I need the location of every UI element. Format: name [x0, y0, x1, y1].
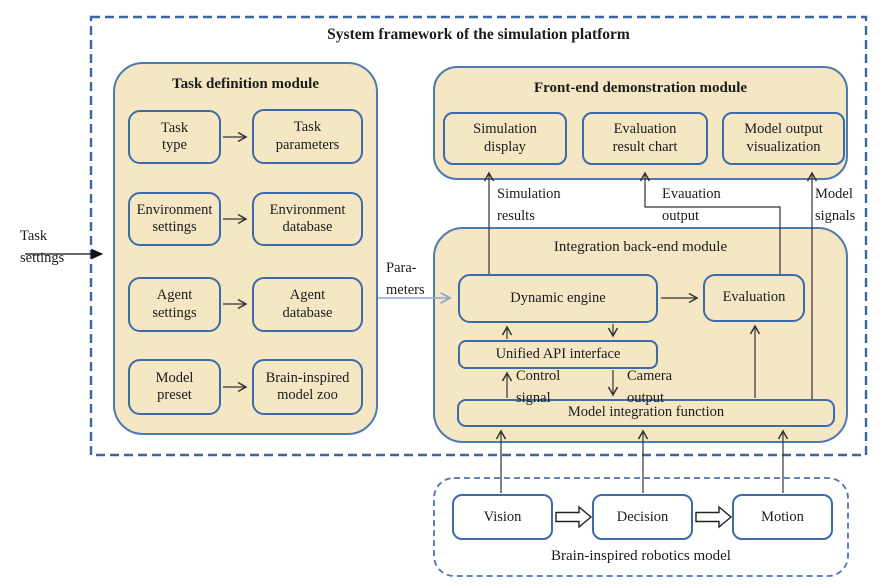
model-signals-label: Model signals — [815, 186, 856, 224]
model-output-visualization-box: Model output visualization — [722, 112, 845, 165]
simulation-results-label: Simulation results — [497, 186, 561, 224]
robotics-model-title: Brain-inspired robotics model — [551, 548, 731, 564]
agent-database-box: Agent database — [252, 277, 363, 332]
parameters-label: Para- meters — [386, 260, 425, 298]
backend-module-title: Integration back-end module — [553, 239, 728, 255]
model-preset-box: Model preset — [128, 359, 221, 415]
brain-inspired-model-zoo-box: Brain-inspired model zoo — [252, 359, 363, 415]
task-parameters-box: Task parameters — [252, 109, 363, 164]
environment-database-box: Environment database — [252, 192, 363, 246]
motion-box: Motion — [732, 494, 833, 540]
evaluation-output-label: Evauation output — [662, 186, 721, 224]
simulation-display-box: Simulation display — [443, 112, 567, 165]
camera-output-label: Camera output — [627, 368, 673, 406]
vision-box: Vision — [452, 494, 553, 540]
unified-api-interface-box: Unified API interface — [458, 340, 658, 369]
environment-settings-box: Environment settings — [128, 192, 221, 246]
vision-to-decision-block-arrow — [555, 505, 593, 529]
task-definition-module-title: Task definition module — [172, 76, 319, 92]
dynamic-engine-box: Dynamic engine — [458, 274, 658, 323]
evaluation-result-chart-box: Evaluation result chart — [582, 112, 708, 165]
evaluation-box: Evaluation — [703, 274, 805, 322]
decision-to-motion-block-arrow — [695, 505, 733, 529]
agent-settings-box: Agent settings — [128, 277, 221, 332]
control-signal-label: Control signal — [516, 368, 561, 406]
task-settings-label: Task settings — [20, 228, 65, 266]
system-frame-title: System framework of the simulation platf… — [327, 26, 630, 43]
task-type-box: Task type — [128, 110, 221, 164]
frontend-module-title: Front-end demonstration module — [533, 80, 748, 96]
decision-box: Decision — [592, 494, 693, 540]
